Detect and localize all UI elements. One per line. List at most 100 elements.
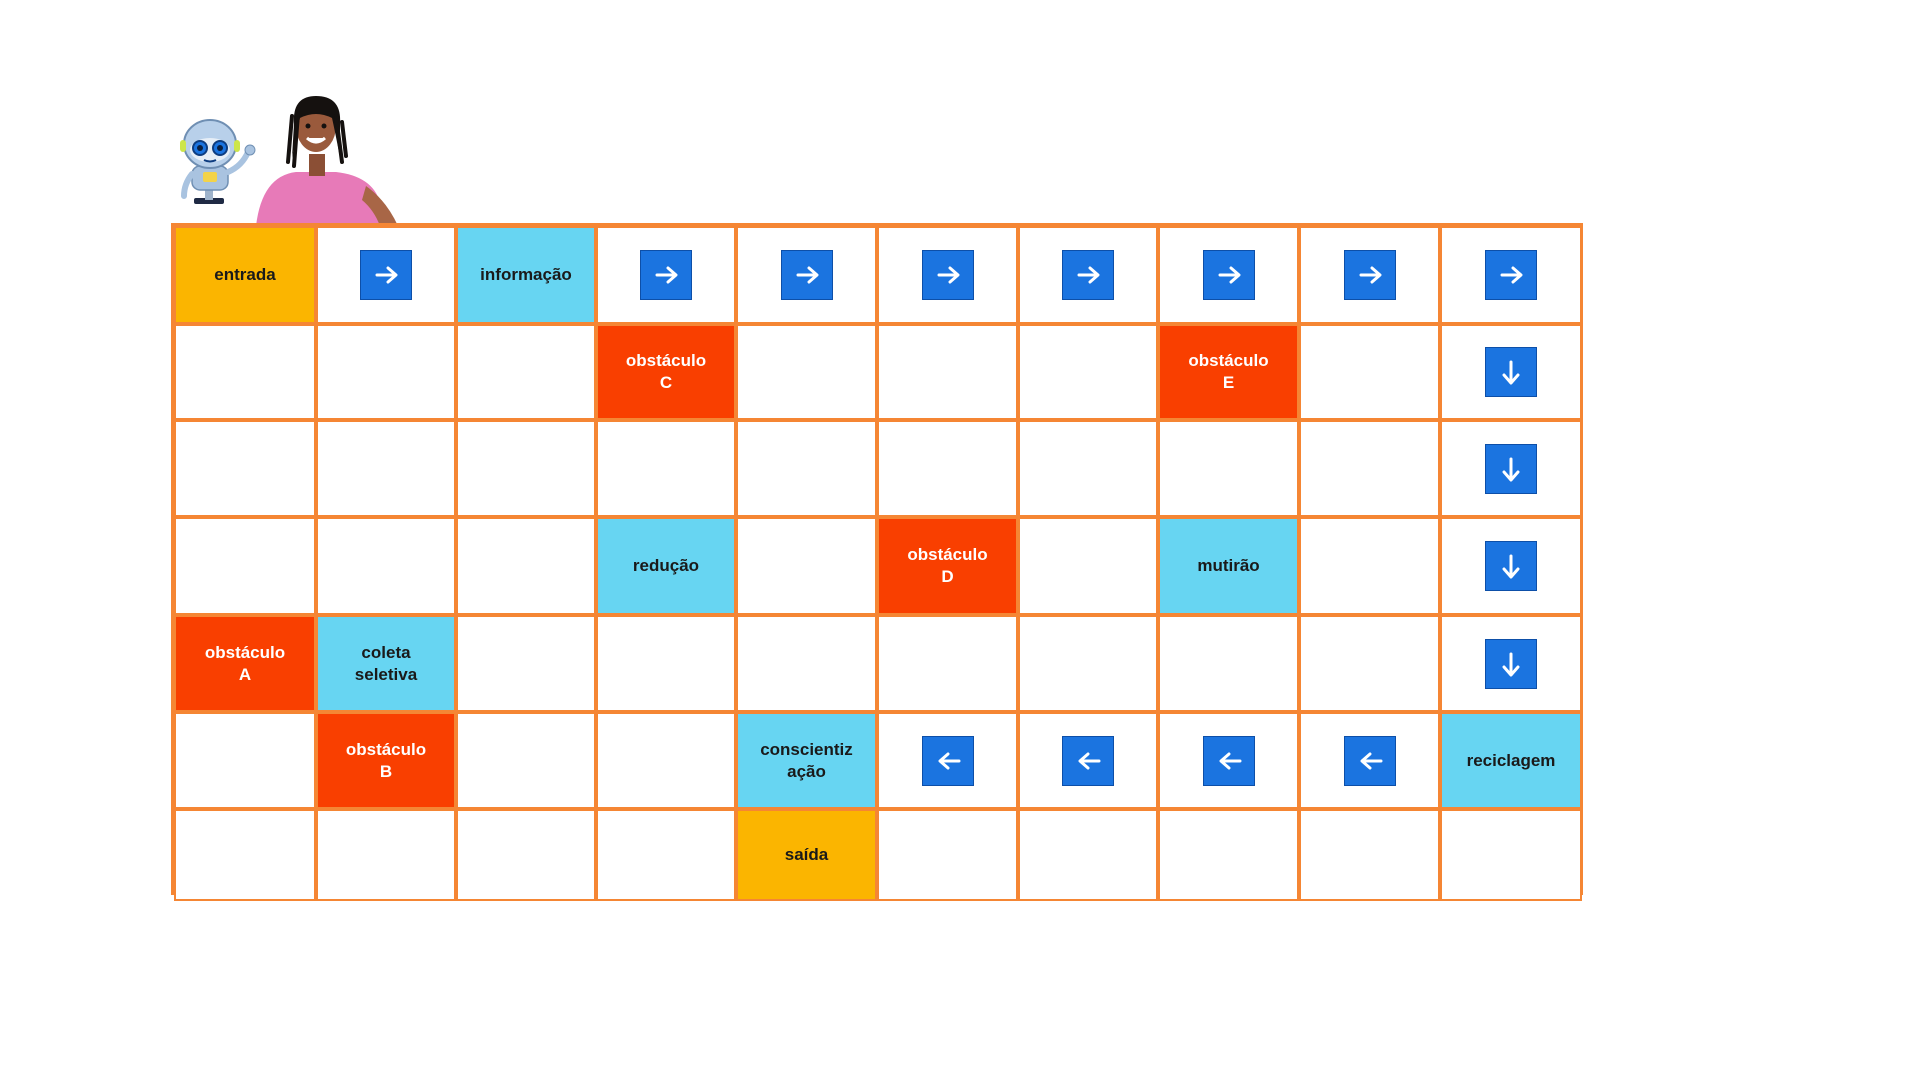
obstacle-label: obstáculo D — [907, 545, 988, 586]
concept-label: mutirão — [1197, 556, 1260, 575]
board-cell-empty — [596, 420, 736, 517]
girl-icon — [256, 96, 398, 226]
arrow-right-icon — [780, 250, 833, 300]
board-cell-arrow — [1440, 615, 1582, 712]
board-cell-arrow — [1440, 517, 1582, 615]
board-cell-empty — [1158, 809, 1299, 901]
board-cell-arrow — [1299, 712, 1440, 809]
board-cell-concept: mutirão — [1158, 517, 1299, 615]
board-cell-arrow — [316, 226, 456, 324]
board-cell-empty — [736, 420, 877, 517]
board-cell-empty — [1018, 324, 1158, 420]
arrow-right-icon — [360, 250, 412, 300]
board-cell-obstacle: obstáculo A — [174, 615, 316, 712]
board-cell-empty — [596, 712, 736, 809]
game-board: entrada informação obstáculo C obstáculo E r… — [171, 223, 1583, 901]
concept-label: redução — [632, 556, 700, 575]
board-cell-empty — [736, 324, 877, 420]
board-cell-arrow — [1440, 226, 1582, 324]
board-cell-concept: redução — [596, 517, 736, 615]
board-cell-empty — [596, 615, 736, 712]
concept-label: coleta seletiva — [354, 642, 418, 684]
board-cell-arrow — [877, 226, 1018, 324]
board-cell-arrow — [596, 226, 736, 324]
board-cell-start: entrada — [174, 226, 316, 324]
robot-icon — [180, 119, 256, 204]
board-cell-arrow — [1158, 712, 1299, 809]
arrow-down-icon — [1485, 443, 1537, 494]
board-cell-empty — [1018, 809, 1158, 901]
arrow-down-icon — [1485, 638, 1537, 689]
board-cell-empty — [1440, 809, 1582, 901]
board-cell-empty — [736, 517, 877, 615]
board-cell-empty — [316, 420, 456, 517]
board-cell-empty — [174, 324, 316, 420]
board-cell-obstacle: obstáculo B — [316, 712, 456, 809]
board-cell-empty — [456, 712, 596, 809]
arrow-right-icon — [1343, 250, 1396, 300]
board-cell-empty — [1299, 517, 1440, 615]
characters-illustration — [180, 96, 398, 226]
board-cell-exit: saída — [736, 809, 877, 901]
board-cell-arrow — [1299, 226, 1440, 324]
board-cell-empty — [1299, 615, 1440, 712]
board-cell-empty — [456, 420, 596, 517]
arrow-left-icon — [921, 735, 974, 786]
board-cell-empty — [877, 324, 1018, 420]
start-label: entrada — [214, 265, 276, 284]
board-cell-empty — [1018, 615, 1158, 712]
board-cell-empty — [316, 517, 456, 615]
arrow-right-icon — [1202, 250, 1255, 300]
board-cell-empty — [1158, 615, 1299, 712]
board-cell-concept: conscientiz ação — [736, 712, 877, 809]
concept-label: reciclagem — [1466, 750, 1556, 770]
obstacle-label: obstáculo A — [204, 642, 286, 684]
board-cell-arrow — [1018, 226, 1158, 324]
board-cell-empty — [1018, 517, 1158, 615]
board-cell-arrow — [1440, 420, 1582, 517]
exit-label: saída — [784, 845, 829, 864]
board-cell-arrow — [1440, 324, 1582, 420]
board-cell-empty — [456, 517, 596, 615]
board-cell-empty — [456, 809, 596, 901]
board-cell-empty — [596, 809, 736, 901]
board-cell-arrow — [1018, 712, 1158, 809]
board-cell-empty — [456, 615, 596, 712]
board-cell-empty — [1299, 809, 1440, 901]
board-cell-arrow — [736, 226, 877, 324]
board-cell-arrow — [877, 712, 1018, 809]
board-cell-empty — [1299, 420, 1440, 517]
obstacle-label: obstáculo E — [1188, 351, 1269, 392]
board-cell-empty — [316, 809, 456, 901]
arrow-left-icon — [1202, 735, 1255, 786]
board-cell-empty — [174, 712, 316, 809]
board-cell-empty — [1299, 324, 1440, 420]
board-cell-arrow — [1158, 226, 1299, 324]
board-cell-empty — [174, 517, 316, 615]
board-cell-empty — [736, 615, 877, 712]
board-cell-obstacle: obstáculo E — [1158, 324, 1299, 420]
board-cell-obstacle: obstáculo C — [596, 324, 736, 420]
board-cell-concept: reciclagem — [1440, 712, 1582, 809]
board-cell-concept: coleta seletiva — [316, 615, 456, 712]
board-cell-concept: informação — [456, 226, 596, 324]
obstacle-label: obstáculo B — [345, 739, 427, 781]
board-cell-empty — [174, 420, 316, 517]
arrow-left-icon — [1062, 735, 1114, 786]
board-cell-empty — [1158, 420, 1299, 517]
concept-label: informação — [480, 265, 572, 284]
arrow-right-icon — [640, 250, 692, 300]
board-cell-empty — [877, 615, 1018, 712]
obstacle-label: obstáculo C — [625, 351, 707, 392]
arrow-right-icon — [1062, 250, 1114, 300]
board-cell-empty — [877, 809, 1018, 901]
arrow-right-icon — [921, 250, 974, 300]
board-cell-empty — [456, 324, 596, 420]
arrow-down-icon — [1485, 541, 1537, 591]
concept-label: conscientiz ação — [760, 739, 853, 781]
board-cell-obstacle: obstáculo D — [877, 517, 1018, 615]
board-cell-empty — [174, 809, 316, 901]
arrow-right-icon — [1485, 250, 1537, 300]
arrow-down-icon — [1485, 347, 1537, 397]
